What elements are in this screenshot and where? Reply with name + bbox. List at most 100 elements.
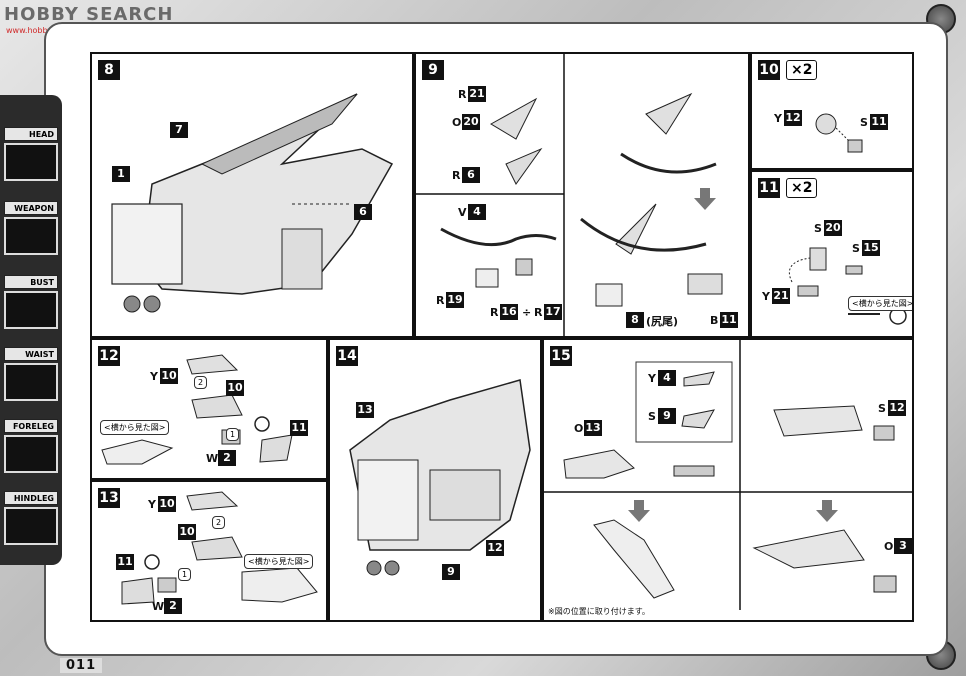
part-letter: R	[436, 294, 445, 307]
part-number: 10	[160, 368, 178, 384]
weapon-thumbnail-icon	[4, 217, 58, 255]
side-view-note: <横から見た図>	[100, 420, 170, 435]
part-number: 6	[462, 167, 480, 183]
callout-10: 10	[178, 524, 196, 540]
callout-10: 10	[226, 380, 244, 396]
part-letter: Y	[774, 112, 782, 125]
part-number: 4	[658, 370, 676, 386]
down-arrow-icon	[628, 510, 650, 522]
part-letter: B	[710, 314, 719, 327]
ref-step-8: 8	[626, 312, 644, 328]
part-number: 3	[894, 538, 912, 554]
sequence-2: 2	[194, 376, 208, 389]
step-14-panel: 14 13 12 9	[328, 338, 542, 622]
part-letter: Y	[148, 498, 156, 511]
tab-waist[interactable]: WAIST	[4, 347, 58, 401]
page-number: 011	[60, 658, 103, 673]
part-letter: O	[884, 540, 894, 553]
callout-13: 13	[356, 402, 374, 418]
step-13-drawing	[121, 491, 318, 605]
part-number: 11	[870, 114, 888, 130]
part-number: 15	[862, 240, 880, 256]
callout-7: 7	[170, 122, 188, 138]
part-letter: S	[852, 242, 860, 255]
head-thumbnail-icon	[4, 143, 58, 181]
waist-thumbnail-icon	[4, 363, 58, 401]
part-number: 21	[772, 288, 790, 304]
part-letter: W	[152, 600, 165, 613]
sidebar: HEAD WEAPON BUST WAIST FORELEG HINDLEG	[0, 95, 62, 565]
step-number: 14	[336, 346, 358, 366]
part-number: 2	[218, 450, 236, 466]
tab-label: FORELEG	[4, 419, 58, 433]
ref-note: (尻尾)	[646, 315, 679, 328]
part-letter: S	[648, 410, 656, 423]
part-number: 20	[824, 220, 842, 236]
step-number: 9	[422, 60, 444, 80]
step-number: 13	[98, 488, 120, 508]
bust-thumbnail-icon	[4, 291, 58, 329]
part-letter: W	[206, 452, 219, 465]
part-letter: O	[452, 116, 462, 129]
part-letter: S	[860, 116, 868, 129]
tab-weapon[interactable]: WEAPON	[4, 201, 58, 255]
tab-label: BUST	[4, 275, 58, 289]
multiplier: ×2	[786, 178, 818, 198]
part-number: 17	[544, 304, 562, 320]
part-letter: V	[458, 206, 467, 219]
part-number: 11	[720, 312, 738, 328]
part-letter: R	[458, 88, 467, 101]
step-12-panel: 12 Y 10 10 2 1 11 W 2 <横から見た図>	[90, 338, 328, 480]
part-number: 12	[888, 400, 906, 416]
part-number: 9	[658, 408, 676, 424]
down-arrow-icon	[816, 510, 838, 522]
part-number: 20	[462, 114, 480, 130]
footnote: ※図の位置に取り付けます。	[548, 607, 650, 616]
down-arrow-icon	[700, 188, 710, 198]
tab-bust[interactable]: BUST	[4, 275, 58, 329]
part-letter: Y	[648, 372, 656, 385]
part-number: 19	[446, 292, 464, 308]
callout-9: 9	[442, 564, 460, 580]
multiplier: ×2	[786, 60, 818, 80]
callout-12: 12	[486, 540, 504, 556]
step-11-drawing	[788, 247, 907, 325]
step-number: 10	[758, 60, 780, 80]
part-letter: R	[452, 169, 461, 182]
tab-head[interactable]: HEAD	[4, 127, 58, 181]
sequence-1: 1	[226, 428, 240, 441]
watermark-title: HOBBY SEARCH	[4, 4, 174, 25]
part-number: 4	[468, 204, 486, 220]
part-letter: O	[574, 422, 584, 435]
step-number: 12	[98, 346, 120, 366]
step-8-panel: 8 7 1 6	[90, 52, 414, 338]
part-number: 13	[584, 420, 602, 436]
part-number: 21	[468, 86, 486, 102]
callout-11: 11	[116, 554, 134, 570]
side-view-note: <横から見た図>	[848, 296, 912, 311]
tab-hindleg[interactable]: HINDLEG	[4, 491, 58, 545]
step-13-panel: 13 Y 10 10 2 1 11 W 2 <横から見た図>	[90, 480, 328, 622]
step-15-panel: 15 Y 4 S 9 O 13 S 12 O 3 ※図の位置に取り付けます。	[542, 338, 914, 622]
step-15-drawing	[544, 340, 912, 610]
callout-11: 11	[290, 420, 308, 436]
part-letter: Y	[762, 290, 770, 303]
part-letter: R	[534, 306, 543, 319]
tab-foreleg[interactable]: FORELEG	[4, 419, 58, 473]
tab-label: HINDLEG	[4, 491, 58, 505]
step-number: 15	[550, 346, 572, 366]
part-number: 16	[500, 304, 518, 320]
tab-label: WAIST	[4, 347, 58, 361]
callout-1: 1	[112, 166, 130, 182]
divider-symbol: ÷	[522, 306, 532, 319]
step-10-panel: 10 ×2 Y 12 S 11	[750, 52, 914, 170]
part-number: 2	[164, 598, 182, 614]
tab-label: WEAPON	[4, 201, 58, 215]
part-letter: Y	[150, 370, 158, 383]
step-number: 11	[758, 178, 780, 198]
step-9-panel: 9 R 21 O 20 R 6 V 4 R 19 R 16 ÷ R 17 8 (…	[414, 52, 750, 338]
down-arrow-icon	[822, 500, 832, 510]
tail-assembly-drawing	[416, 54, 723, 336]
side-view-note: <横から見た図>	[244, 554, 314, 569]
callout-6: 6	[354, 204, 372, 220]
